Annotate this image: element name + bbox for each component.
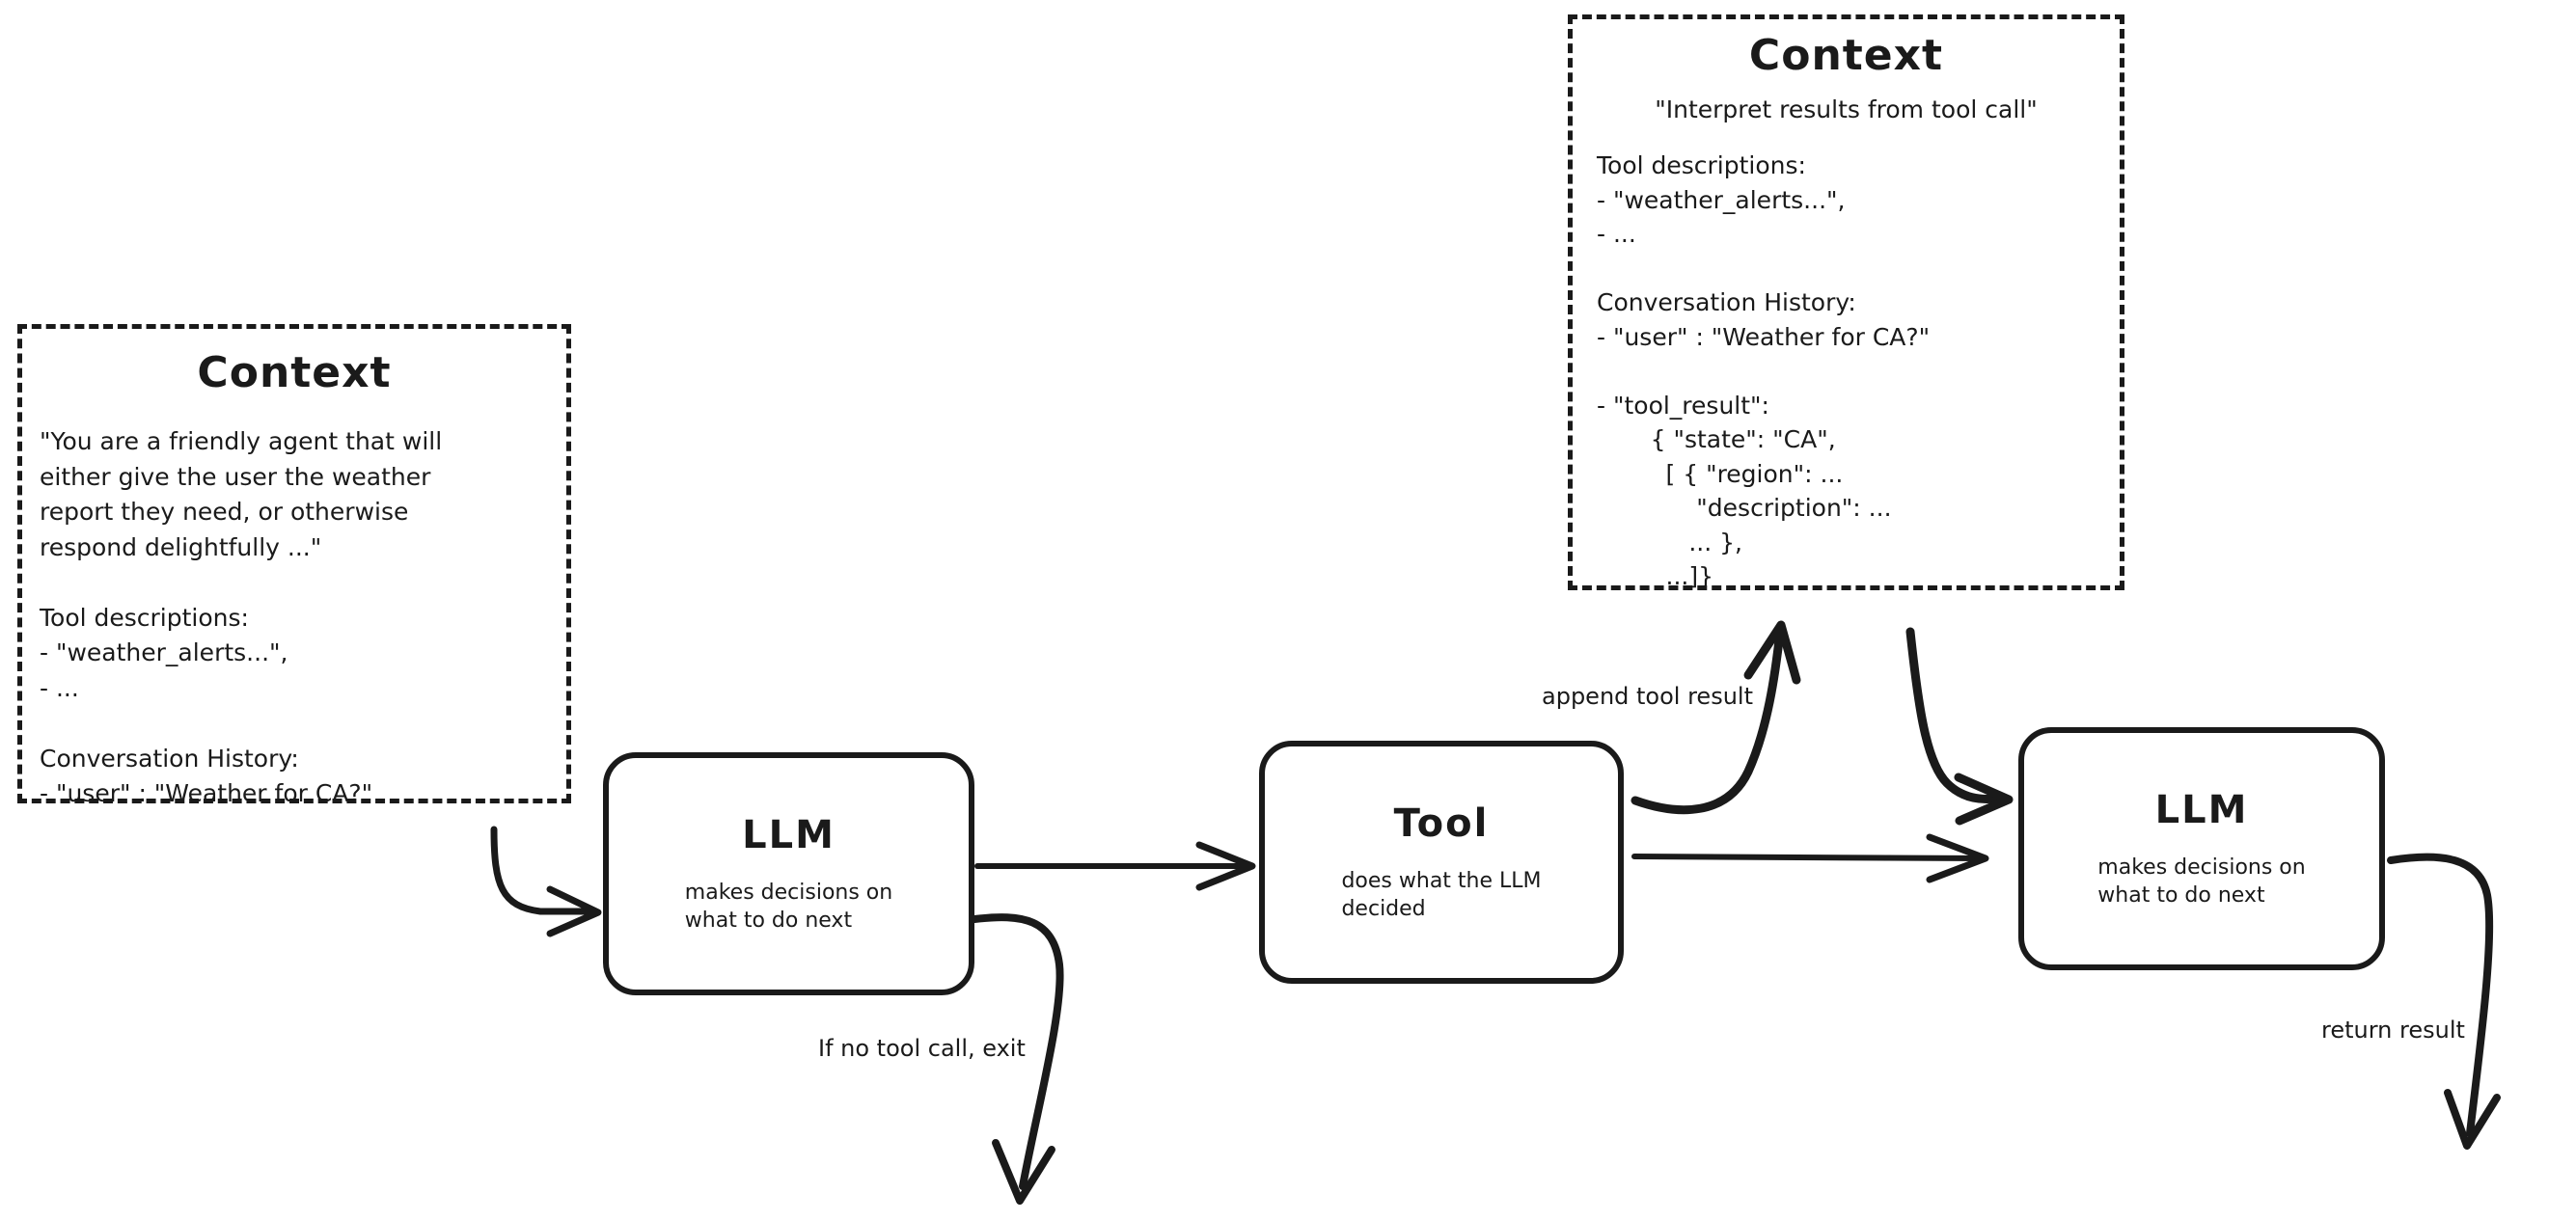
node-llm-first[interactable]: LLM makes decisions on what to do next [603,752,974,995]
context-box-left: Context "You are a friendly agent that w… [17,324,571,807]
edge-tool-to-llm2-arrow [1631,833,1989,883]
context-left-title: Context [197,348,392,397]
context-left-body: "You are a friendly agent that will eith… [40,427,443,807]
node-llm-first-title: LLM [742,812,836,857]
edge-llm2-return-arrow [2387,853,2501,1150]
context-box-right: Context "Interpret results from tool cal… [1568,14,2124,590]
node-llm-second[interactable]: LLM makes decisions on what to do next [2018,727,2385,970]
edge-context-to-llm2-arrow [1905,627,2014,826]
node-tool[interactable]: Tool does what the LLM decided [1259,741,1624,984]
node-llm-second-subtitle: makes decisions on what to do next [2097,855,2306,908]
node-llm-second-title: LLM [2154,787,2249,832]
edge-llm1-to-tool-arrow [974,841,1256,891]
edge-label-append-tool-result: append tool result [1542,683,1753,710]
edge-tool-to-context-arrow [1631,620,1801,815]
edge-context-to-llm1-arrow [490,826,602,937]
context-right-title: Context [1748,31,1944,80]
node-llm-first-subtitle: makes decisions on what to do next [684,880,893,933]
node-tool-title: Tool [1393,800,1490,846]
node-tool-subtitle: does what the LLM decided [1341,868,1542,921]
edge-label-return-result: return result [2321,1017,2465,1044]
edge-label-if-no-tool-call-exit: If no tool call, exit [818,1035,1026,1062]
context-right-subtitle: "Interpret results from tool call" [1655,95,2038,123]
context-right-body: Tool descriptions: - "weather_alerts..."… [1597,151,1931,590]
